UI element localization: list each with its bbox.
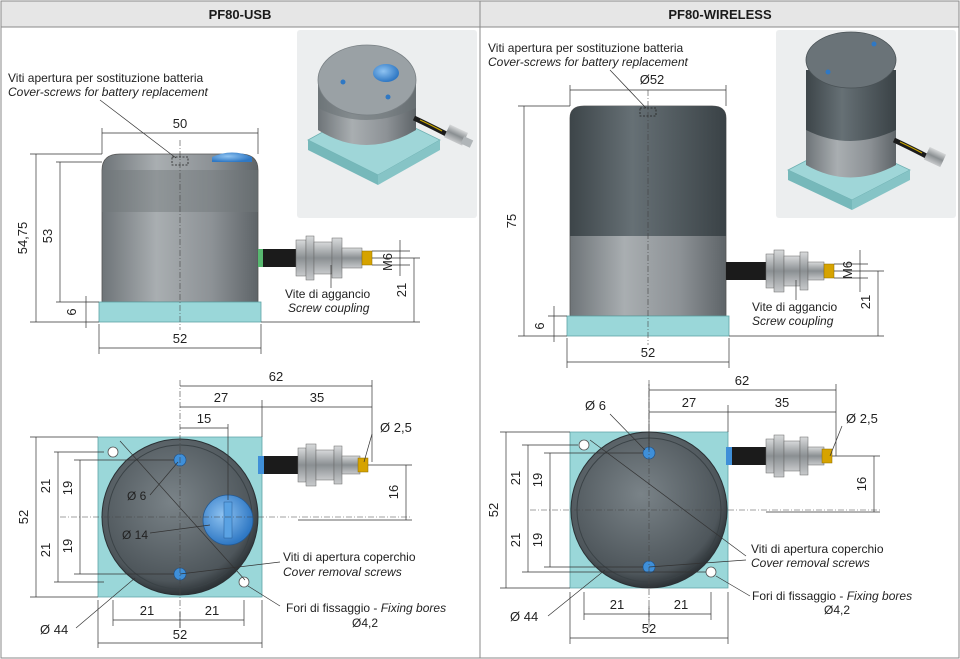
usb-dim-54-75: 54,75 — [15, 222, 30, 255]
usb-dim-62: 62 — [269, 369, 283, 384]
usb-note-coupling-en: Screw coupling — [288, 301, 370, 315]
usb-dim-b1: 21 — [140, 603, 154, 618]
wireless-dim-62: 62 — [735, 373, 749, 388]
wireless-dim-m6: M6 — [840, 261, 855, 279]
usb-dim-27: 27 — [214, 390, 228, 405]
usb-3d-preview — [297, 30, 477, 218]
wireless-side-view — [566, 90, 835, 345]
wireless-dim-r3: 21 — [508, 533, 523, 547]
usb-note-bores-it: Fori di fissaggio - — [286, 601, 381, 615]
usb-dim-35: 35 — [310, 390, 324, 405]
usb-dim-r4: 19 — [60, 539, 75, 553]
wireless-note-battery-it: Viti apertura per sostituzione batteria — [488, 41, 684, 55]
usb-dim-r3: 21 — [38, 543, 53, 557]
usb-top-dimensions: 62 27 35 15 Ø 2,5 16 52 21 21 19 19 Ø 6 … — [16, 369, 412, 648]
usb-dim-pin: Ø 2,5 — [380, 420, 412, 435]
header-pf80-wireless: PF80-WIRELESS — [668, 7, 772, 22]
wireless-dim-27: 27 — [682, 395, 696, 410]
header-pf80-usb: PF80-USB — [209, 7, 272, 22]
wireless-note-coupling-it: Vite di aggancio — [752, 300, 838, 314]
usb-note-leader — [99, 99, 177, 159]
wireless-note-battery-en: Cover-screws for battery replacement — [488, 55, 689, 69]
wireless-note-coupling-en: Screw coupling — [752, 314, 834, 328]
wireless-note-cover-en: Cover removal screws — [751, 556, 870, 570]
usb-note-bores-dia: Ø4,2 — [352, 616, 378, 630]
usb-dim-width-50: 50 — [173, 116, 187, 131]
usb-dim-6: 6 — [64, 308, 79, 315]
wireless-dim-75: 75 — [504, 214, 519, 228]
usb-dim-b2: 21 — [205, 603, 219, 618]
usb-note-cover-it: Viti di apertura coperchio — [283, 550, 416, 564]
wireless-note-bores-it: Fori di fissaggio - — [752, 589, 847, 603]
wireless-side-dimensions: Ø52 75 6 52 M6 21 — [504, 72, 884, 368]
wireless-dim-r2: 19 — [530, 473, 545, 487]
wireless-3d-preview — [776, 30, 956, 218]
wireless-dim-52-horiz: 52 — [642, 621, 656, 636]
wireless-dim-r1: 21 — [508, 471, 523, 485]
usb-side-view — [98, 140, 373, 330]
svg-text:Fori di fissaggio - Fixing bor: Fori di fissaggio - Fixing bores — [286, 601, 446, 615]
wireless-dim-16: 16 — [854, 477, 869, 491]
wireless-note-bores-en: Fixing bores — [847, 589, 912, 603]
wireless-dim-21: 21 — [858, 295, 873, 309]
wireless-top-dimensions: 62 27 35 Ø 2,5 16 52 21 21 19 19 Ø 6 2 — [486, 373, 880, 644]
wireless-dim-6: 6 — [532, 322, 547, 329]
usb-dim-16: 16 — [386, 485, 401, 499]
usb-dim-r2: 19 — [60, 481, 75, 495]
usb-dim-m6: M6 — [380, 253, 395, 271]
usb-top-view — [60, 380, 410, 630]
wireless-dim-b1: 21 — [610, 597, 624, 612]
usb-dim-53: 53 — [40, 229, 55, 243]
wireless-dim-screw: Ø 6 — [585, 398, 606, 413]
wireless-dim-pin: Ø 2,5 — [846, 411, 878, 426]
usb-dim-21: 21 — [394, 283, 409, 297]
wireless-dim-35: 35 — [775, 395, 789, 410]
usb-note-battery-it: Viti apertura per sostituzione batteria — [8, 71, 204, 85]
wireless-dim-d44: Ø 44 — [510, 609, 538, 624]
usb-dim-cap: Ø 14 — [122, 528, 148, 542]
usb-note-cover-en: Cover removal screws — [283, 565, 402, 579]
usb-dim-r1: 21 — [38, 479, 53, 493]
wireless-dim-d52: Ø52 — [640, 72, 665, 87]
header-bar-left — [0, 0, 481, 28]
usb-dim-d44: Ø 44 — [40, 622, 68, 637]
usb-dim-base-52: 52 — [173, 331, 187, 346]
wireless-top-view — [530, 380, 880, 630]
wireless-dim-52-vert: 52 — [486, 503, 501, 517]
usb-dim-screw: Ø 6 — [127, 489, 147, 503]
svg-text:Fori di fissaggio - Fixing bor: Fori di fissaggio - Fixing bores — [752, 589, 912, 603]
wireless-dim-base-52: 52 — [641, 345, 655, 360]
wireless-dim-r4: 19 — [530, 533, 545, 547]
usb-note-battery-en: Cover-screws for battery replacement — [8, 85, 209, 99]
wireless-note-cover-it: Viti di apertura coperchio — [751, 542, 884, 556]
usb-dim-52-vert: 52 — [16, 510, 31, 524]
wireless-dim-b2: 21 — [674, 597, 688, 612]
usb-note-bores-en: Fixing bores — [381, 601, 446, 615]
header-bar-right — [479, 0, 960, 28]
usb-note-coupling-it: Vite di aggancio — [285, 287, 371, 301]
usb-side-dimensions: 50 54,75 53 6 52 M6 21 — [15, 116, 420, 354]
usb-dim-52-horiz: 52 — [173, 627, 187, 642]
wireless-note-bores-dia: Ø4,2 — [824, 603, 850, 617]
usb-dim-15: 15 — [197, 411, 211, 426]
